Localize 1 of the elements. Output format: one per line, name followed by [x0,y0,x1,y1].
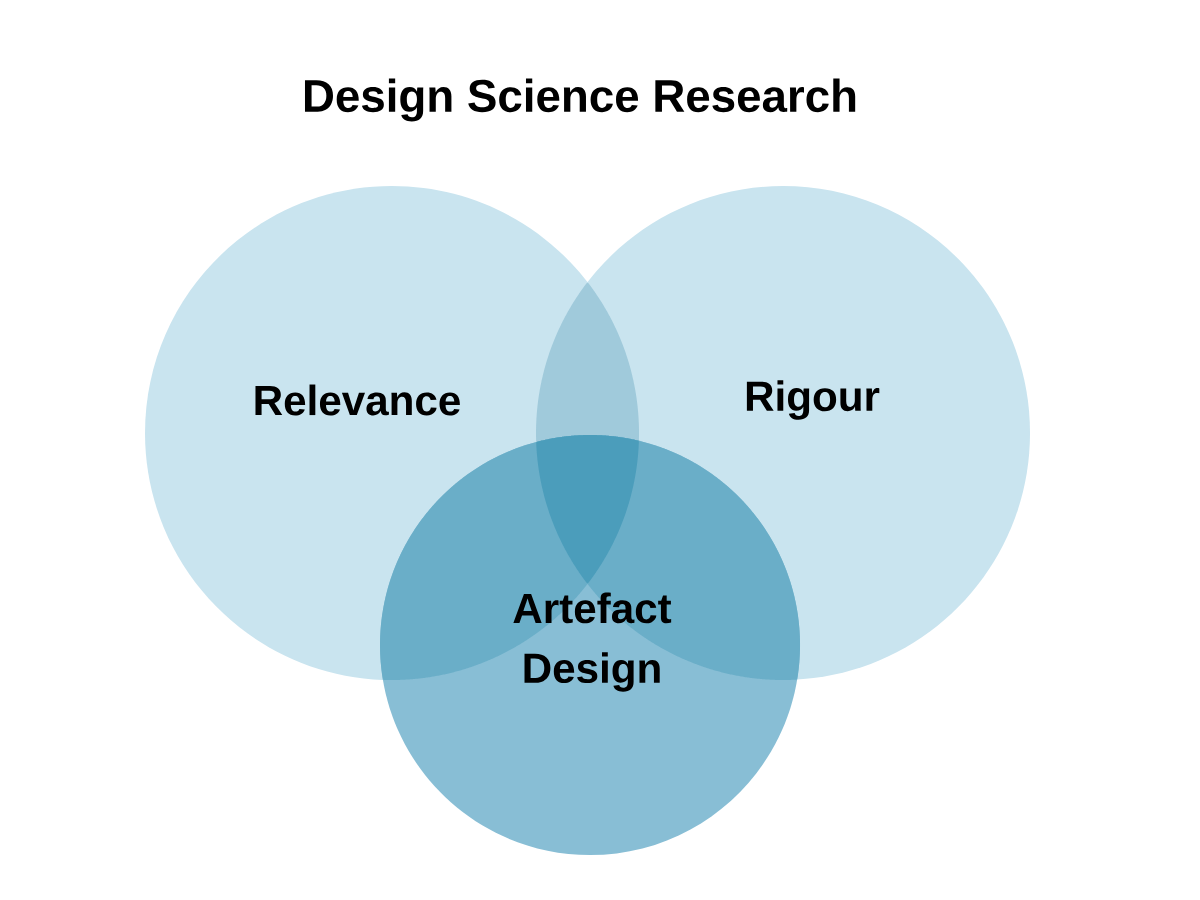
title: Design Science Research [305,78,856,122]
